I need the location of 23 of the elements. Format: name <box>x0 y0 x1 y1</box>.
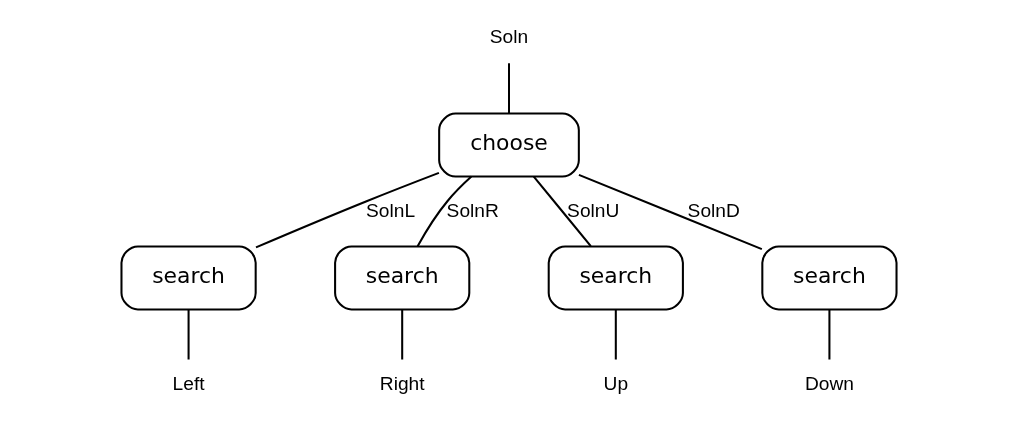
node-box: search <box>760 245 898 311</box>
connector <box>416 175 472 247</box>
edge-label: SolnD <box>687 199 740 221</box>
node-box: search <box>119 245 257 311</box>
connector <box>578 173 762 251</box>
node-text: Soln <box>489 26 528 48</box>
connector <box>400 309 403 360</box>
edge-label: SolnU <box>566 199 619 221</box>
connector <box>532 175 592 247</box>
node-text: Up <box>603 372 628 394</box>
edge-label: SolnR <box>446 199 499 221</box>
connector <box>614 309 617 360</box>
connector <box>827 309 830 360</box>
edge-label: SolnL <box>365 199 415 221</box>
connector <box>507 63 510 114</box>
node-text: Right <box>379 372 425 394</box>
connector <box>187 309 190 360</box>
node-box: search <box>547 245 684 311</box>
node-box: choose <box>437 112 580 178</box>
node-text: Down <box>804 372 854 394</box>
connector <box>255 171 439 249</box>
node-text: Left <box>172 372 205 394</box>
node-box: search <box>333 245 470 311</box>
